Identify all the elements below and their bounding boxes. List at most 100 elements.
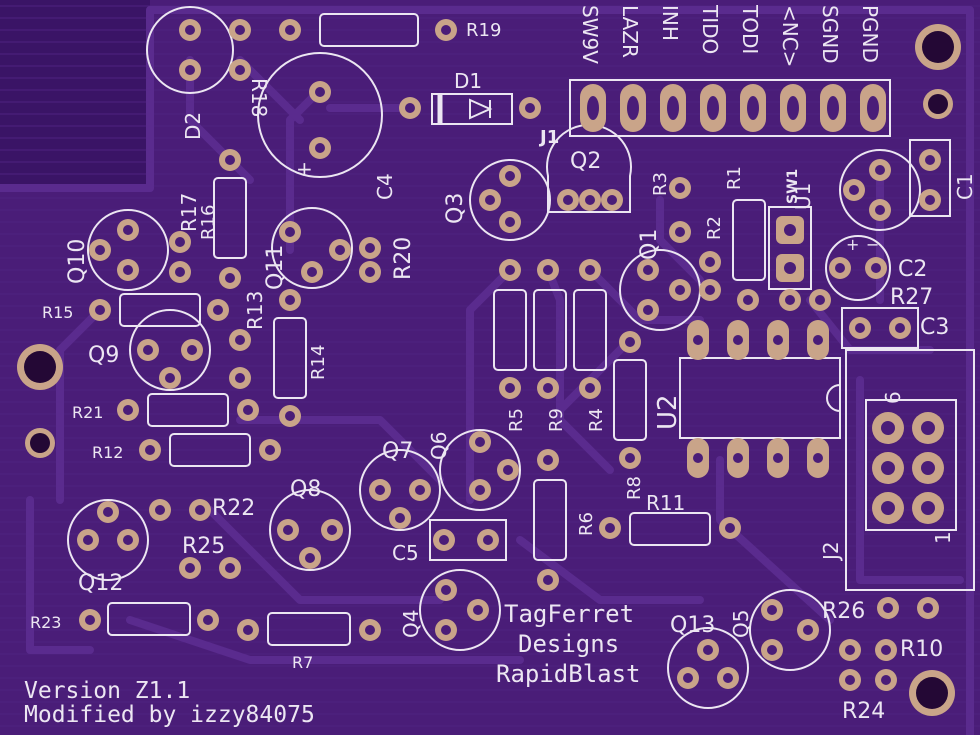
pad-hole [365,243,375,253]
pad-hole [643,305,653,315]
pad-hole [733,453,743,463]
pad-hole [503,465,513,475]
pad-hole [505,217,515,227]
pad-hole [895,323,905,333]
pad-hole [485,195,495,205]
label-r3: R3 [650,172,671,196]
label-q3: Q3 [443,193,468,224]
pad-hole [83,535,93,545]
label-r21: R21 [72,403,103,422]
pad-hole [415,485,425,495]
pad-hole [733,335,743,345]
pad-hole [675,183,685,193]
pad-hole [723,673,733,683]
pad-hole [307,267,317,277]
pad-hole [185,25,195,35]
label-r22: R22 [212,496,255,521]
pad-hole [365,267,375,277]
label-r4: R4 [586,408,607,432]
j1-pin-hole [827,96,839,120]
pad-hole [725,523,735,533]
pad-hole [175,237,185,247]
pad-hole [881,461,895,475]
pad-hole [925,155,935,165]
pad-hole [285,227,295,237]
pad-hole [625,453,635,463]
pad-hole [543,455,553,465]
pad-hole [315,143,325,153]
pad-hole [305,553,315,563]
label-q11: Q11 [263,245,288,290]
pad-hole [123,405,133,415]
label-q1: Q1 [637,229,662,260]
label-r24: R24 [842,699,885,724]
label-c4-plus: + [296,157,313,181]
pad-hole [441,25,451,35]
pad-hole [705,257,715,267]
j1-pin-hole [747,96,759,120]
label-d2: D2 [181,112,205,140]
label-c2: C2 [898,257,927,282]
pin-label-sw9v: SW9V [578,5,602,64]
label-q6: Q6 [427,432,451,460]
pad-hole [165,373,175,383]
label-c2-plus: + [846,235,859,254]
pad-hole [123,535,133,545]
pad-hole [123,265,133,275]
j1-pin-hole [627,96,639,120]
label-q8: Q8 [290,477,321,502]
pad-hole [145,445,155,455]
pad-hole [923,603,933,613]
pad-hole [605,523,615,533]
pads [77,19,944,691]
pad-hole [235,373,245,383]
pad-hole [85,615,95,625]
label-r13: R13 [243,291,267,330]
pad-hole [803,625,813,635]
pad-hole [849,185,859,195]
label-r6: R6 [576,512,597,536]
label-c1: C1 [953,173,977,200]
pin-label-sgnd: SGND [818,5,842,64]
credits: TagFerret Designs RapidBlast Version Z1.… [24,600,641,728]
pin-label-inh: INH [658,5,682,41]
pad-hole [845,675,855,685]
pad-hole [225,155,235,165]
pad-hole [505,265,515,275]
label-r5: R5 [506,408,527,432]
pad-hole [505,171,515,181]
pad-hole [405,103,415,113]
pad-hole [185,563,195,573]
label-r12: R12 [92,443,123,462]
pad-hole [439,535,449,545]
label-c4: C4 [373,173,397,200]
pad-hole [441,585,451,595]
label-r8: R8 [624,476,645,500]
j1-pin-hole [587,96,599,120]
label-r17: R17 [177,193,201,232]
pad-hole [483,535,493,545]
pad-hole [585,383,595,393]
label-r11: R11 [646,491,685,515]
pin-label-lazr: LAZR [618,5,642,58]
label-j1: J1 [538,127,559,148]
label-sw1: SW1 [785,169,801,204]
pad-hole [815,295,825,305]
pad-hole [243,405,253,415]
pad-hole [103,507,113,517]
label-r18: R18 [247,78,271,117]
label-r16: R16 [198,205,219,240]
pad-hole [285,25,295,35]
label-r2: R2 [704,216,725,240]
pad-hole [921,421,935,435]
pad-hole [203,615,213,625]
pad-hole [881,501,895,515]
label-d1: D1 [454,69,482,93]
pad-hole [921,461,935,475]
mounting-holes [17,24,961,716]
label-r9: R9 [546,408,567,432]
pad-hole [875,205,885,215]
connector-pin-labels: SW9V LAZR INH TIDO TODI <NC> SGND PGND [578,4,882,67]
label-q9: Q9 [88,343,119,368]
label-r1: R1 [724,166,745,190]
